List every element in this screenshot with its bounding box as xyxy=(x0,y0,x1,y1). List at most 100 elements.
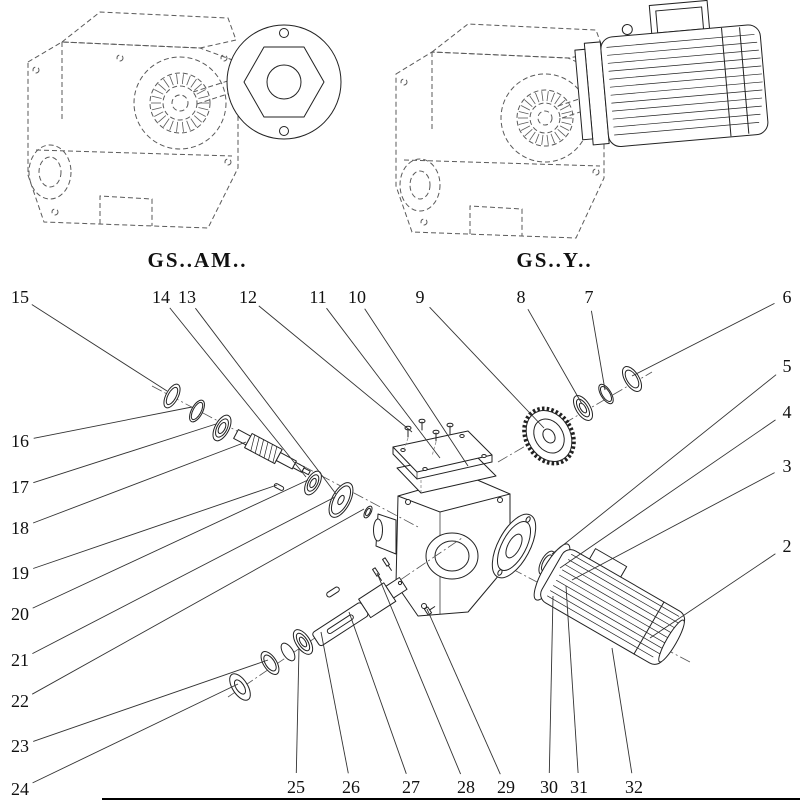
hatch-tick xyxy=(546,134,549,145)
hatch-tick xyxy=(524,128,533,137)
callout-number-13: 13 xyxy=(178,287,196,307)
callout-number-9: 9 xyxy=(416,287,425,307)
callout-number-6: 6 xyxy=(783,287,792,307)
hatch-tick xyxy=(518,111,529,115)
hatch-tick xyxy=(196,111,206,117)
hatch-tick xyxy=(196,89,206,95)
hatch-tick xyxy=(535,133,540,144)
centerline-input-axis xyxy=(151,385,421,529)
input-flange-drawing xyxy=(226,24,342,140)
hatch-tick xyxy=(550,133,555,144)
hatch-tick xyxy=(151,95,162,99)
part-gear-9 xyxy=(522,406,576,466)
callout-number-10: 10 xyxy=(348,287,366,307)
callout-number-28: 28 xyxy=(457,777,475,797)
callout-leader-line-2 xyxy=(649,553,776,639)
part-flange-cover-5 xyxy=(491,513,537,579)
part-washer-24 xyxy=(229,673,251,701)
hatch-tick xyxy=(524,99,533,108)
hatch-tick xyxy=(554,95,561,105)
variant-label-gsy: GS..Y.. xyxy=(516,248,593,272)
gearbox-variant-y-drawing xyxy=(395,23,617,239)
hatch-tick xyxy=(181,74,184,85)
variant-label-gsam: GS..AM.. xyxy=(147,248,248,272)
callout-number-29: 29 xyxy=(497,777,515,797)
callout-leader-line-22 xyxy=(31,508,365,695)
callout-number-17: 17 xyxy=(11,477,29,497)
hatch-tick xyxy=(154,111,164,117)
callout-number-23: 23 xyxy=(11,736,29,756)
part-bearing-8 xyxy=(572,395,594,421)
hatch-tick xyxy=(520,105,531,111)
hatch-tick xyxy=(193,115,202,123)
callout-number-21: 21 xyxy=(11,650,29,670)
hatch-tick xyxy=(154,89,164,95)
callout-number-27: 27 xyxy=(402,777,420,797)
hatch-tick xyxy=(554,131,561,141)
hatch-ticks-right xyxy=(518,91,572,145)
callout-leader-line-18 xyxy=(32,441,247,524)
exploded-parts-drawing xyxy=(151,366,691,701)
callout-number-26: 26 xyxy=(342,777,360,797)
callout-number-12: 12 xyxy=(239,287,257,307)
part-snap-ring-16 xyxy=(189,399,205,423)
bottom-border-line xyxy=(102,798,800,800)
callout-leader-line-7 xyxy=(590,310,606,391)
callout-number-32: 32 xyxy=(625,777,643,797)
hatch-tick xyxy=(190,118,197,128)
part-bearing-25 xyxy=(292,629,314,655)
callout-number-31: 31 xyxy=(570,777,588,797)
part-output-shaft-27 xyxy=(312,576,408,647)
hatch-tick xyxy=(176,121,179,132)
hatch-tick xyxy=(181,121,184,132)
part-snap-ring-output xyxy=(280,642,296,662)
callout-leader-line-25 xyxy=(295,647,300,774)
callout-number-15: 15 xyxy=(11,287,29,307)
callout-leader-line-9 xyxy=(429,306,545,429)
part-cover-screws-12 xyxy=(403,418,454,492)
hatch-tick xyxy=(169,120,174,131)
callout-leader-line-31 xyxy=(565,585,579,774)
callout-leader-line-12 xyxy=(258,305,413,433)
part-worm-gear-21 xyxy=(328,482,354,518)
callout-number-18: 18 xyxy=(11,518,29,538)
callout-number-22: 22 xyxy=(11,691,29,711)
callout-leader-line-6 xyxy=(631,302,775,377)
hatch-tick xyxy=(520,125,531,131)
hatch-tick xyxy=(546,91,549,102)
part-motor-2 xyxy=(533,543,686,665)
callout-leader-line-23 xyxy=(33,659,269,742)
callout-number-30: 30 xyxy=(540,777,558,797)
part-bolts-28 xyxy=(372,557,392,581)
callout-leader-line-17 xyxy=(33,423,217,484)
hatch-tick xyxy=(198,95,209,99)
callout-leader-line-5 xyxy=(551,374,777,555)
hatch-tick xyxy=(559,105,570,111)
hatch-tick xyxy=(541,91,544,102)
part-seal-6 xyxy=(621,366,643,392)
callout-leader-line-29 xyxy=(426,608,501,775)
part-pin-dot xyxy=(397,580,403,586)
callout-number-20: 20 xyxy=(11,604,29,624)
callout-number-7: 7 xyxy=(585,287,594,307)
part-worm-shaft-18 xyxy=(233,429,311,476)
hatch-ticks-left xyxy=(151,74,209,132)
callout-leader-line-16 xyxy=(33,406,193,439)
hatch-tick xyxy=(561,111,572,115)
part-seal-23 xyxy=(260,651,280,675)
callout-number-3: 3 xyxy=(783,456,792,476)
callout-number-25: 25 xyxy=(287,777,305,797)
hatch-tick xyxy=(193,83,202,91)
part-seal-15 xyxy=(163,383,181,409)
callout-number-4: 4 xyxy=(783,402,792,422)
centerline-gear-axis xyxy=(497,371,653,463)
hatch-tick xyxy=(557,99,566,108)
hatch-tick xyxy=(529,95,536,105)
callout-number-2: 2 xyxy=(783,536,792,556)
callout-leader-line-4 xyxy=(559,419,776,569)
hatch-tick xyxy=(163,118,170,128)
part-housing xyxy=(373,475,511,617)
callout-number-24: 24 xyxy=(11,779,29,799)
